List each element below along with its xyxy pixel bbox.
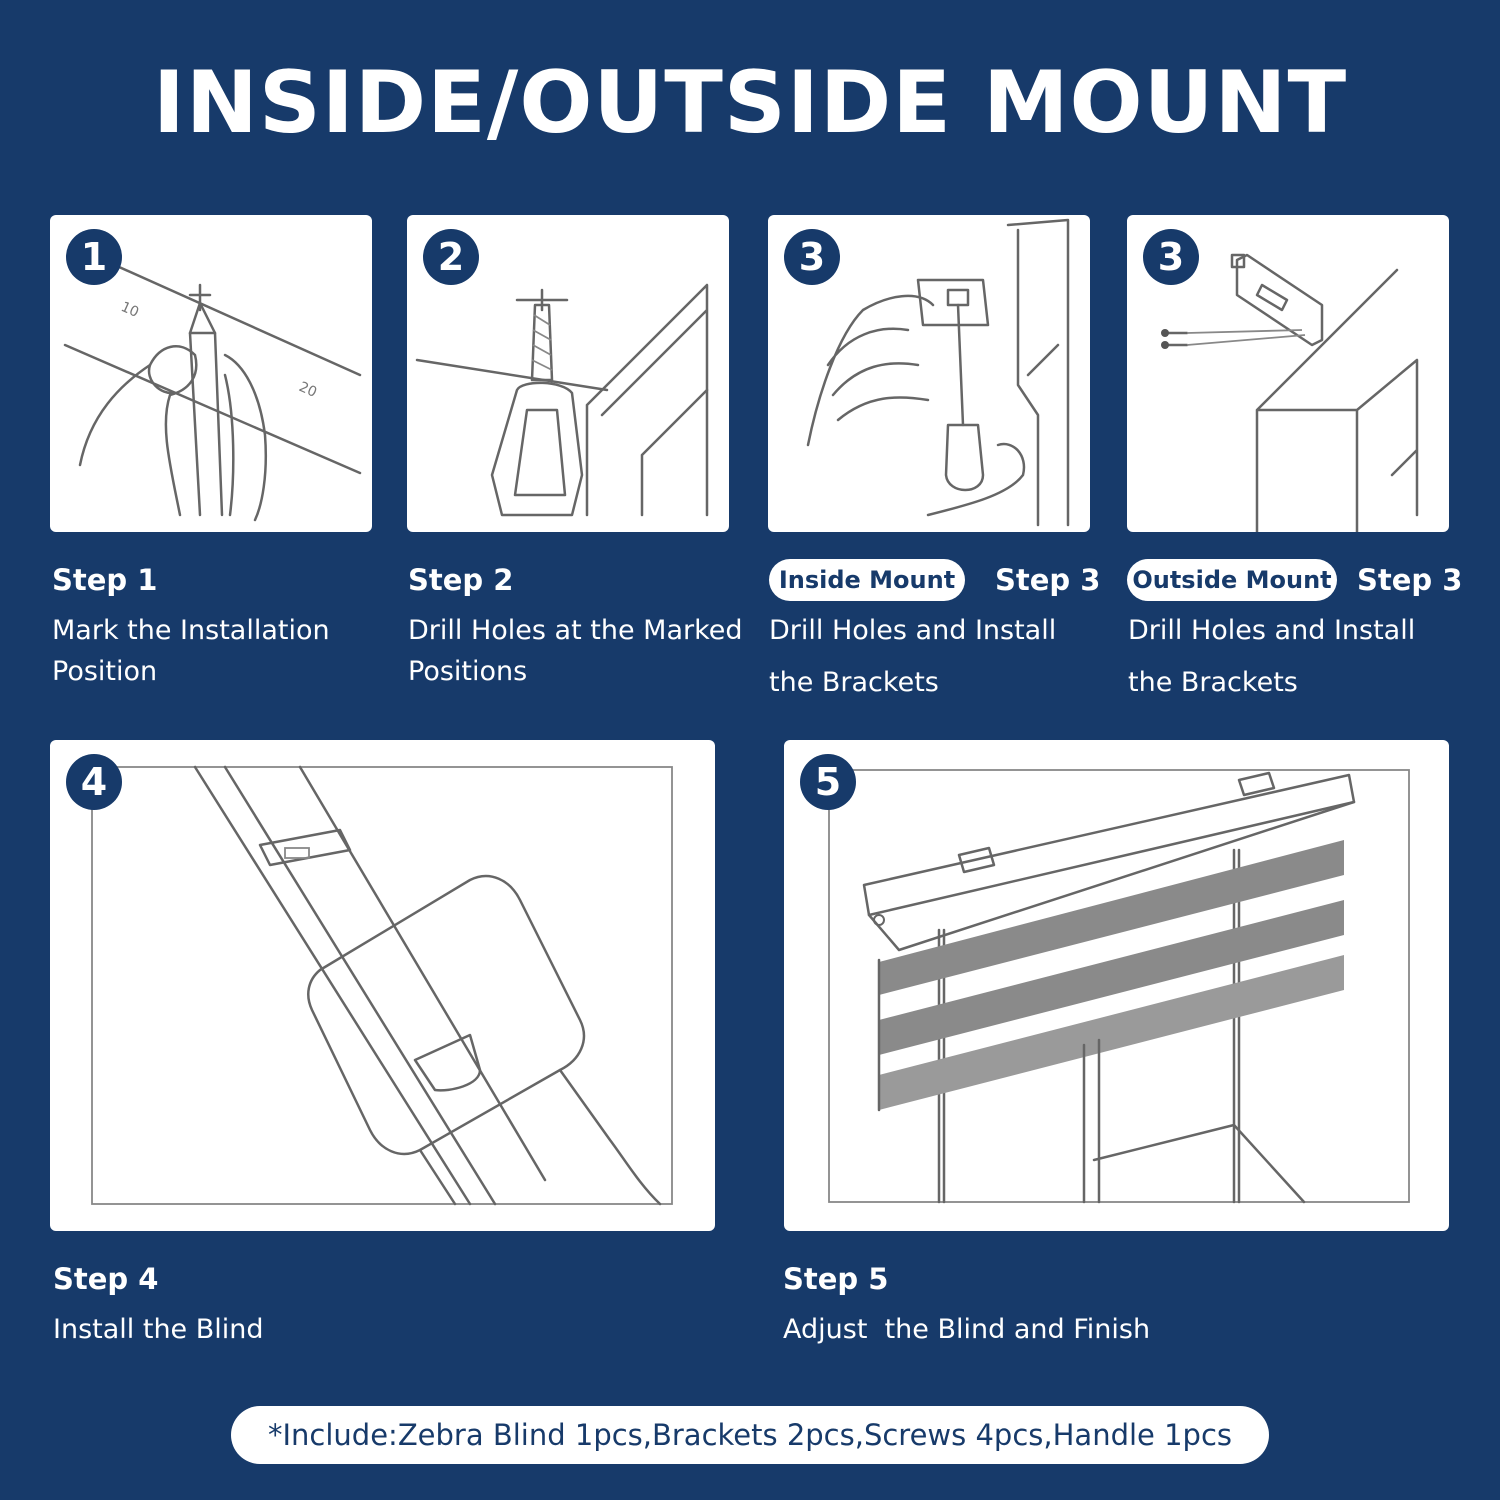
step-4-illustration: 4: [50, 740, 715, 1231]
outside-bracket-illustration: [1161, 253, 1419, 532]
finished-zebra-blind-illustration: [828, 769, 1410, 1204]
ruler-mark-20: 20: [296, 379, 319, 401]
step-1-description: Mark the Installation Position: [52, 610, 392, 692]
step-2-description-line-2: Positions: [408, 656, 528, 687]
step-3-outside-illustration: 3: [1127, 215, 1449, 532]
step-3-inside-description-line-1: Drill Holes and Install: [769, 615, 1057, 646]
step-4-badge: 4: [66, 754, 122, 810]
package-contents-note: *Include:Zebra Blind 1pcs,Brackets 2pcs,…: [231, 1406, 1269, 1464]
step-3-inside-description-line-2: the Brackets: [769, 667, 939, 698]
ruler-mark-10: 10: [118, 299, 141, 321]
step-1-description-line-2: Position: [52, 656, 158, 687]
step-5-badge: 5: [800, 754, 856, 810]
screwdriver-bracket-illustration: [806, 218, 1070, 527]
step-4-description: Install the Blind: [53, 1314, 264, 1345]
step-1-title: Step 1: [52, 563, 158, 597]
step-5-illustration: 5: [784, 740, 1449, 1231]
step-1-description-line-1: Mark the Installation: [52, 615, 330, 646]
step-3-outside-description-line-1: Drill Holes and Install: [1128, 615, 1416, 646]
step-3-outside-description-line-2: the Brackets: [1128, 667, 1298, 698]
step-3-outside-title: Step 3: [1357, 563, 1463, 597]
pencil-marking-illustration: 10 20: [63, 243, 362, 522]
step-2-badge: 2: [423, 229, 479, 285]
blind-install-illustration: [91, 765, 673, 1206]
step-2-illustration: 2: [407, 215, 729, 532]
step-3-inside-illustration: 3: [768, 215, 1090, 532]
step-3-inside-description: Drill Holes and Install the Brackets: [769, 605, 1109, 709]
step-2-title: Step 2: [408, 563, 514, 597]
outside-mount-tag: Outside Mount: [1127, 559, 1337, 601]
page-title: INSIDE/OUTSIDE MOUNT: [152, 53, 1348, 153]
step-1-illustration: 1 10 20: [50, 215, 372, 532]
inside-mount-tag: Inside Mount: [769, 559, 965, 601]
step-4-title: Step 4: [53, 1262, 159, 1296]
step-3-inside-title: Step 3: [995, 563, 1101, 597]
step-3-outside-description: Drill Holes and Install the Brackets: [1128, 605, 1468, 709]
step-5-title: Step 5: [783, 1262, 889, 1296]
step-3-inside-badge: 3: [784, 229, 840, 285]
drill-illustration: [415, 283, 709, 517]
step-5-description: Adjust the Blind and Finish: [783, 1314, 1151, 1345]
step-3-outside-badge: 3: [1143, 229, 1199, 285]
step-2-description: Drill Holes at the Marked Positions: [408, 610, 753, 692]
step-2-description-line-1: Drill Holes at the Marked: [408, 615, 743, 646]
step-1-badge: 1: [66, 229, 122, 285]
